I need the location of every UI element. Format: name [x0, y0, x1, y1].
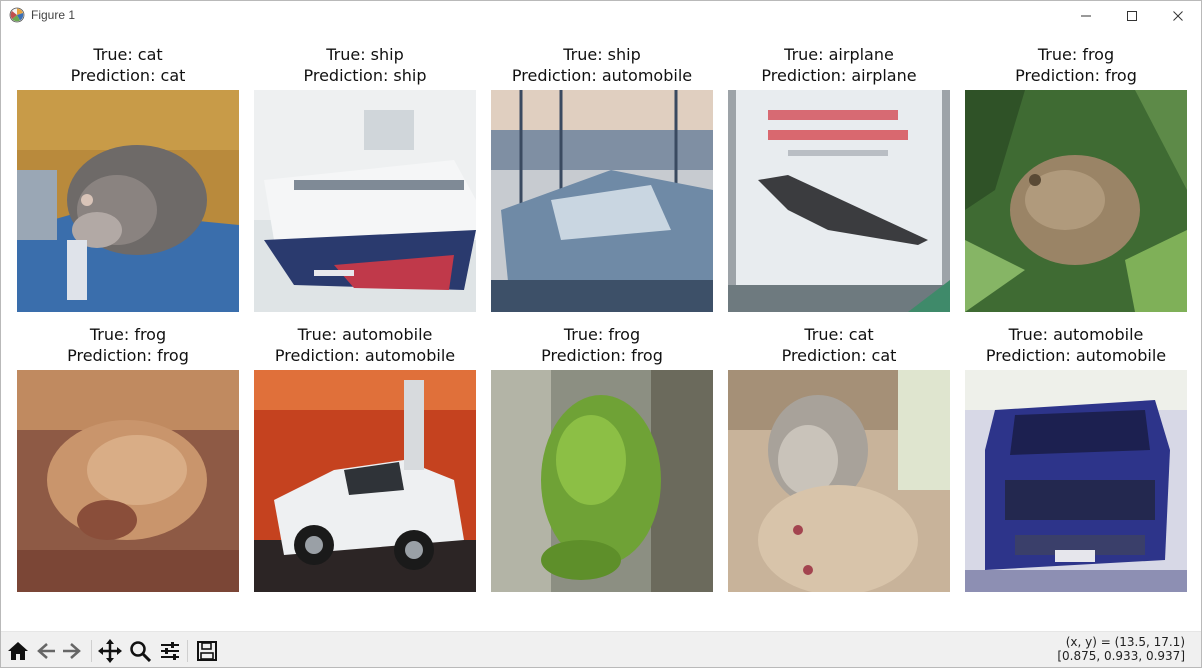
- back-button[interactable]: [33, 638, 59, 664]
- minimize-icon: [1081, 15, 1091, 17]
- prediction-label: Prediction: frog: [67, 346, 189, 365]
- configure-subplots-button[interactable]: [157, 638, 183, 664]
- true-label: True: frog: [89, 325, 167, 344]
- subplot-3: True: ship Prediction: automobile: [491, 44, 713, 312]
- airplane-image: [728, 90, 950, 312]
- toolbar-separator: [187, 640, 188, 662]
- save-icon: [197, 641, 217, 661]
- true-label: True: airplane: [784, 45, 894, 64]
- subplot-9: True: cat Prediction: cat: [728, 324, 950, 592]
- toolbar-separator: [91, 640, 92, 662]
- cat-image: [17, 90, 239, 312]
- close-button[interactable]: [1155, 1, 1201, 31]
- prediction-label: Prediction: airplane: [761, 66, 917, 85]
- save-button[interactable]: [194, 638, 220, 664]
- coords-xy: (x, y) = (13.5, 17.1): [1065, 635, 1185, 649]
- subplot-1: True: cat Prediction: cat: [17, 44, 239, 312]
- zoom-button[interactable]: [127, 638, 153, 664]
- car-image: [254, 370, 476, 592]
- prediction-label: Prediction: automobile: [985, 346, 1167, 365]
- prediction-label: Prediction: automobile: [274, 346, 456, 365]
- subplot-8: True: frog Prediction: frog: [491, 324, 713, 592]
- pan-button[interactable]: [97, 638, 123, 664]
- forward-icon: [63, 643, 81, 659]
- true-label: True: ship: [563, 45, 641, 64]
- home-icon: [8, 642, 28, 660]
- ship-image: [254, 90, 476, 312]
- true-label: True: cat: [804, 325, 874, 344]
- frog-image: [17, 370, 239, 592]
- coords-rgb: [0.875, 0.933, 0.937]: [1057, 649, 1185, 663]
- subplot-7: True: automobile Prediction: automobile: [254, 324, 476, 592]
- cat-image: [728, 370, 950, 592]
- figure-canvas[interactable]: True: cat Prediction: cat True: ship Pre…: [1, 31, 1201, 631]
- prediction-label: Prediction: cat: [70, 66, 186, 85]
- home-button[interactable]: [5, 638, 31, 664]
- prediction-label: Prediction: automobile: [511, 66, 693, 85]
- window-title: Figure 1: [31, 8, 76, 22]
- frog-image: [965, 90, 1187, 312]
- true-label: True: frog: [1037, 45, 1115, 64]
- title-bar[interactable]: Figure 1: [1, 1, 1201, 31]
- prediction-label: Prediction: ship: [303, 66, 427, 85]
- prediction-label: Prediction: frog: [541, 346, 663, 365]
- subplot-10: True: automobile Prediction: automobile: [965, 324, 1187, 592]
- true-label: True: frog: [563, 325, 641, 344]
- true-label: True: cat: [93, 45, 163, 64]
- subplot-2: True: ship Prediction: ship: [254, 44, 476, 312]
- cursor-coordinates: (x, y) = (13.5, 17.1) [0.875, 0.933, 0.9…: [1057, 635, 1185, 663]
- maximize-button[interactable]: [1109, 1, 1155, 31]
- boat-image: [491, 90, 713, 312]
- subplot-4: True: airplane Prediction: airplane: [728, 44, 950, 312]
- prediction-label: Prediction: cat: [781, 346, 897, 365]
- prediction-label: Prediction: frog: [1015, 66, 1137, 85]
- zoom-icon: [130, 641, 151, 662]
- minimize-button[interactable]: [1063, 1, 1109, 31]
- pan-icon: [98, 639, 122, 663]
- jeep-image: [965, 370, 1187, 592]
- configure-subplots-icon: [161, 642, 179, 660]
- true-label: True: automobile: [1008, 325, 1144, 344]
- close-icon: [1173, 11, 1183, 21]
- navigation-toolbar: (x, y) = (13.5, 17.1) [0.875, 0.933, 0.9…: [1, 631, 1201, 667]
- matplotlib-icon: [9, 7, 25, 23]
- subplot-5: True: frog Prediction: frog: [965, 44, 1187, 312]
- back-icon: [37, 643, 55, 659]
- subplot-6: True: frog Prediction: frog: [17, 324, 239, 592]
- frog-image: [491, 370, 713, 592]
- true-label: True: automobile: [297, 325, 433, 344]
- forward-button[interactable]: [59, 638, 85, 664]
- true-label: True: ship: [326, 45, 404, 64]
- maximize-icon: [1127, 11, 1137, 21]
